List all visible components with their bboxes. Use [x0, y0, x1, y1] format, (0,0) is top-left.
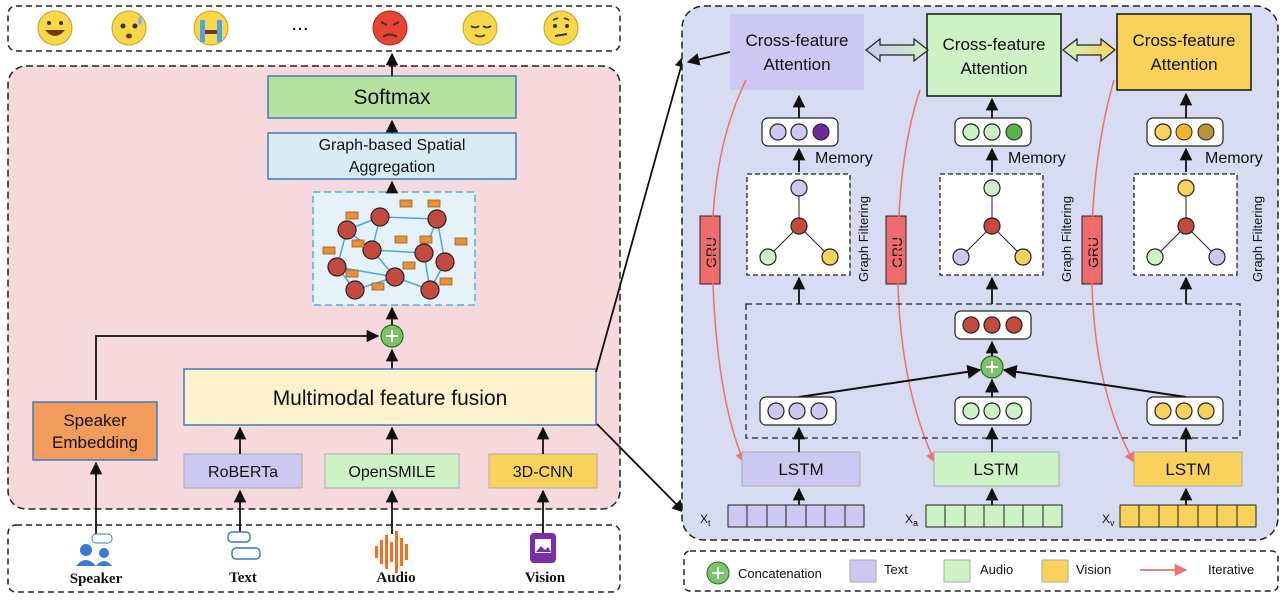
aggregation-label-line2: Aggregation — [349, 159, 435, 176]
attention-link-audio-vision — [1062, 37, 1116, 63]
input-label-xa: Xa — [905, 512, 918, 528]
input-sequence-text — [727, 504, 865, 528]
lstm-vector-audio — [954, 396, 1032, 426]
fusion-concat-node — [980, 355, 1004, 379]
emotion-strip: ... — [7, 5, 621, 52]
lstm-audio: LSTM — [933, 451, 1060, 487]
svg-text:LSTM: LSTM — [778, 460, 823, 479]
fusion-label: Multimodal feature fusion — [273, 387, 508, 410]
audio-waveform-icon — [375, 531, 408, 573]
svg-text:GRU: GRU — [889, 237, 905, 268]
svg-text:LSTM: LSTM — [973, 460, 1018, 479]
input-strip — [7, 524, 621, 593]
input-sequence-vision — [1119, 504, 1257, 528]
input-label-speaker: Speaker — [70, 571, 123, 587]
encoder-opensmile: OpenSMILE — [324, 453, 460, 489]
skeptical-emoji-icon — [543, 10, 579, 46]
speaker-label-line1: Speaker — [63, 411, 127, 430]
svg-text:Cross-feature: Cross-feature — [1133, 31, 1236, 50]
lstm-vision: LSTM — [1133, 451, 1243, 487]
svg-text:Cross-feature: Cross-feature — [746, 31, 849, 50]
legend-text: Text — [884, 562, 908, 577]
memory-label-vision: Memory — [1205, 150, 1263, 167]
iterative-path-text — [711, 79, 747, 463]
legend-vision-swatch — [1041, 559, 1069, 583]
graph-filter-vision — [1133, 173, 1238, 276]
attention-text: Cross-feature Attention — [730, 14, 864, 90]
graph-filter-text — [746, 173, 851, 276]
iterative-path-audio — [897, 89, 936, 463]
encoder-roberta: RoBERTa — [183, 453, 303, 489]
speaker-embedding-block: Speaker Embedding — [32, 401, 158, 461]
svg-text:Attention: Attention — [763, 55, 830, 74]
svg-text:LSTM: LSTM — [1165, 460, 1210, 479]
gru-audio: GRU — [885, 215, 907, 285]
gru-text: GRU — [699, 215, 721, 285]
memory-label-text: Memory — [815, 150, 873, 167]
concatenation-node — [380, 324, 404, 348]
conversation-graph — [312, 191, 476, 306]
relieved-emoji-icon — [462, 10, 498, 46]
input-label-vision: Vision — [525, 570, 566, 586]
input-label-text: Text — [229, 570, 257, 586]
encoder-label-audio: OpenSMILE — [348, 464, 435, 481]
legend-text-swatch — [849, 559, 877, 583]
attention-link-text-audio — [865, 37, 929, 63]
crying-emoji-icon — [193, 10, 229, 46]
memory-label-audio: Memory — [1008, 150, 1066, 167]
lstm-vector-vision — [1146, 396, 1224, 426]
ellipsis-text: ... — [291, 12, 309, 35]
vision-image-icon — [530, 533, 556, 563]
legend-concat-icon — [706, 561, 730, 585]
graph-filtering-label-text: Graph Filtering — [856, 196, 871, 282]
encoder-3dcnn: 3D-CNN — [488, 453, 598, 489]
attention-audio: Cross-feature Attention — [926, 13, 1062, 97]
memory-audio — [954, 117, 1032, 147]
fused-vector — [954, 310, 1032, 340]
graph-filter-audio — [939, 173, 1044, 276]
svg-text:GRU: GRU — [1085, 237, 1101, 268]
graph-filtering-label-audio: Graph Filtering — [1059, 196, 1074, 282]
softmax-label: Softmax — [353, 86, 431, 109]
input-label-xt: Xt — [700, 512, 711, 528]
svg-text:Cross-feature: Cross-feature — [943, 35, 1046, 54]
legend-concatenation: Concatenation — [738, 566, 822, 581]
anxious-emoji-icon — [111, 10, 147, 46]
speaker-label-line2: Embedding — [52, 433, 138, 452]
angry-emoji-icon — [372, 10, 408, 46]
memory-text — [761, 117, 839, 147]
legend-audio-swatch — [943, 559, 971, 583]
svg-text:Attention: Attention — [960, 59, 1027, 78]
legend-audio: Audio — [980, 562, 1013, 577]
speaker-icon — [76, 533, 113, 566]
graph-filtering-label-vision: Graph Filtering — [1250, 196, 1265, 282]
input-sequence-audio — [925, 504, 1063, 528]
encoder-label-vision: 3D-CNN — [513, 464, 573, 481]
multimodal-fusion-block: Multimodal feature fusion — [183, 368, 597, 426]
aggregation-label-line1: Graph-based Spatial — [319, 137, 466, 154]
attention-vision: Cross-feature Attention — [1116, 13, 1252, 91]
softmax-block: Softmax — [267, 75, 517, 119]
aggregation-block: Graph-based Spatial Aggregation — [267, 132, 517, 180]
encoder-label-text: RoBERTa — [208, 464, 278, 481]
lstm-text: LSTM — [741, 451, 861, 487]
input-label-xv: Xv — [1102, 512, 1115, 528]
svg-text:GRU: GRU — [703, 237, 719, 268]
legend: Concatenation Text Audio Vision Iterativ… — [683, 550, 1279, 592]
svg-text:Attention: Attention — [1150, 55, 1217, 74]
input-label-audio: Audio — [376, 570, 415, 586]
memory-vision — [1146, 117, 1224, 147]
text-icon — [227, 531, 261, 560]
lstm-vector-text — [759, 396, 837, 426]
legend-iterative: Iterative — [1208, 562, 1254, 577]
happy-emoji-icon — [37, 10, 73, 46]
legend-vision: Vision — [1076, 562, 1111, 577]
iterative-path-vision — [1090, 79, 1135, 463]
